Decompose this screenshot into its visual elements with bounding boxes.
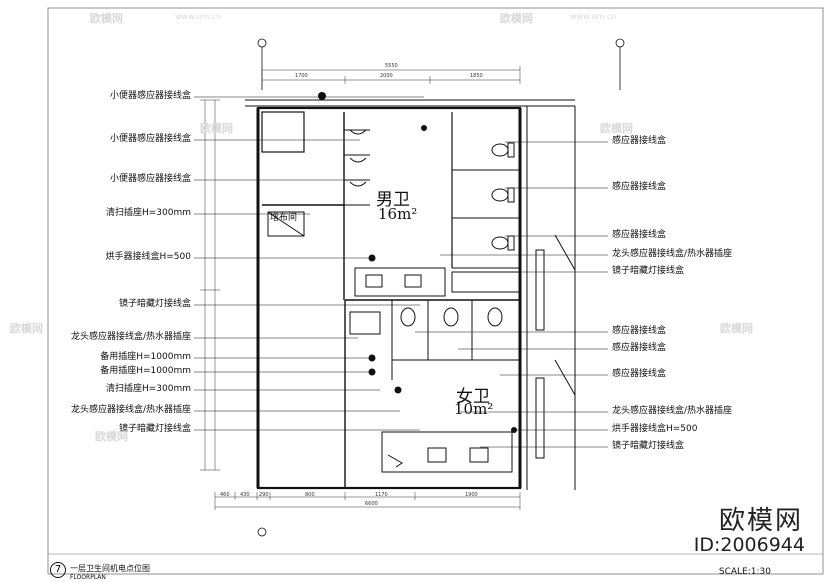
label-mirror-light-r2: 镜子暗藏灯接线盒	[612, 441, 685, 451]
left-leader-lines	[194, 96, 424, 431]
right-leader-lines	[415, 141, 608, 448]
label-faucet-heater-r1: 龙头感应器接线盒/热水器插座	[612, 249, 733, 259]
mens-room-name: 男卫	[376, 190, 410, 210]
watermark-brand-2: 欧模网	[500, 12, 533, 25]
watermark-brand-5: 欧模网	[10, 322, 43, 335]
label-spare-socket-1: 备用插座H=1000mm	[100, 352, 191, 362]
watermark-brand-1: 欧模网	[90, 12, 123, 25]
model-id: ID:2006944	[693, 534, 805, 556]
label-sensor-2: 感应器接线盒	[612, 182, 667, 192]
dim-bottom-total: 6600	[365, 501, 378, 507]
watermark-brand-4: 欧模网	[600, 122, 633, 135]
label-urinal-sensor-1: 小便器感应器接线盒	[109, 91, 191, 101]
bottom-dimensions	[214, 492, 521, 510]
watermark-brand-3: 欧模网	[200, 122, 233, 135]
dim-bottom-2: 430	[240, 492, 250, 498]
womens-room	[344, 299, 520, 488]
watermark-site-1: www.om.cn	[175, 12, 222, 21]
label-urinal-sensor-3: 小便器感应器接线盒	[109, 174, 191, 184]
grid-marker-top	[257, 38, 625, 537]
label-cleaning-socket-2: 清扫插座H=300mm	[105, 384, 191, 394]
left-dimensions	[200, 99, 220, 471]
drawing-number: 7	[50, 562, 66, 578]
womens-room-name: 女卫	[456, 387, 490, 407]
dim-bottom-5: 1170	[375, 492, 388, 498]
sheet-frame	[47, 7, 824, 575]
storage-room-name: 增布间	[270, 213, 298, 223]
dim-bottom-1: 460	[220, 492, 230, 498]
dim-bottom-3: 290	[259, 492, 269, 498]
label-sensor-4: 感应器接线盒	[612, 326, 667, 336]
label-hand-dryer-r1: 烘手器接线盒H=500	[612, 424, 698, 434]
right-corridor	[526, 106, 576, 490]
label-mirror-light-r1: 镜子暗藏灯接线盒	[612, 266, 685, 276]
building-walls	[245, 99, 575, 490]
dim-top-total: 5550	[385, 63, 398, 69]
watermark-brand-7: 欧模网	[95, 430, 128, 443]
top-dimensions	[261, 66, 521, 84]
label-sensor-3: 感应器接线盒	[612, 230, 667, 240]
label-mirror-light-2: 镜子暗藏灯接线盒	[118, 424, 191, 434]
label-faucet-heater-r2: 龙头感应器接线盒/热水器插座	[612, 406, 733, 416]
label-urinal-sensor-2: 小便器感应器接线盒	[109, 134, 191, 144]
brand-logo-text: 欧模网	[718, 506, 803, 536]
watermark-site-2: www.om.cn	[570, 12, 617, 21]
drawing-title: 一层卫生间机电点位图	[70, 564, 150, 573]
label-faucet-heater-2: 龙头感应器接线盒/热水器插座	[70, 405, 191, 415]
dim-bottom-6: 1900	[465, 492, 478, 498]
electrical-points	[318, 92, 517, 433]
drawing-scale: SCALE:1:30	[718, 567, 771, 577]
label-cleaning-socket-1: 清扫插座H=300mm	[105, 208, 191, 218]
label-hand-dryer-1: 烘手器接线盒H=500	[105, 252, 192, 262]
dim-top-3: 1850	[470, 73, 483, 79]
label-sensor-1: 感应器接线盒	[612, 136, 667, 146]
drawing-subtitle: FLOORPLAN	[70, 574, 106, 581]
watermark-brand-6: 欧模网	[720, 322, 753, 335]
label-faucet-heater-1: 龙头感应器接线盒/热水器插座	[70, 332, 191, 342]
label-spare-socket-2: 备用插座H=1000mm	[100, 366, 191, 376]
dim-top-2: 2000	[380, 73, 393, 79]
label-mirror-light-1: 镜子暗藏灯接线盒	[118, 299, 191, 309]
label-sensor-6: 感应器接线盒	[612, 369, 667, 379]
dim-bottom-4: 800	[305, 492, 315, 498]
mens-room-area: 16m²	[378, 205, 418, 223]
womens-room-area: 10m²	[454, 400, 494, 418]
dim-top-1: 1700	[295, 73, 308, 79]
label-sensor-5: 感应器接线盒	[612, 343, 667, 353]
